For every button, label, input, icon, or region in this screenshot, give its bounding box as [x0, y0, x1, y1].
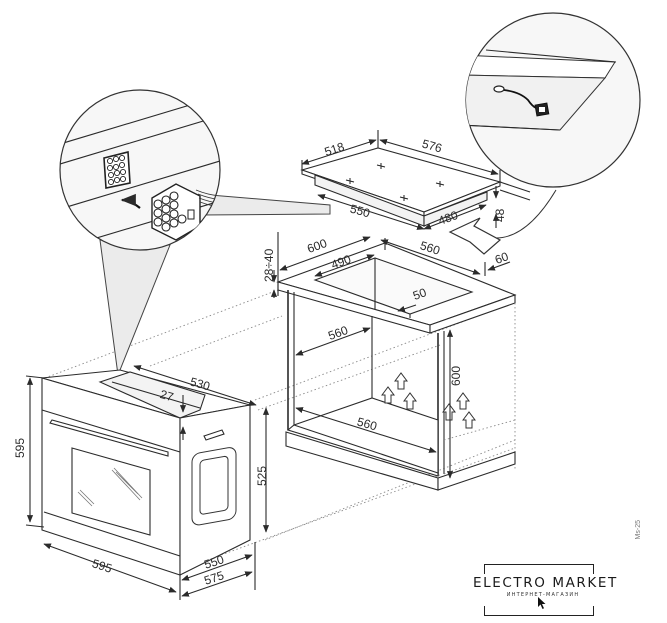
oven — [25, 365, 270, 600]
hob-height-label: 48 — [493, 208, 507, 222]
logo-frame-bottom — [484, 606, 594, 616]
countertop-front-gap-label: 50 — [411, 285, 429, 303]
cabinet-inner-width-label: 560 — [355, 415, 378, 434]
cabinet — [270, 232, 517, 491]
countertop-depth-label: 600 — [305, 236, 329, 256]
airflow-arrow-icon — [462, 411, 476, 429]
airflow-arrow-icon — [394, 372, 408, 390]
oven-connector-callout — [59, 89, 331, 377]
side-code: Ms-25 — [635, 520, 642, 540]
logo-subtitle: ИНТЕРНЕТ-МАГАЗИН — [506, 592, 580, 598]
curved-pointer-arrow-icon — [448, 217, 502, 255]
oven-front-width-label: 595 — [90, 556, 114, 576]
oven-front-height-label: 595 — [13, 438, 27, 458]
airflow-arrow-icon — [403, 392, 417, 410]
hob — [300, 130, 531, 230]
oven-body-depth-label: 550 — [202, 552, 226, 572]
countertop-cutout-width-label: 560 — [418, 238, 442, 258]
hob-depth-label: 518 — [323, 139, 347, 159]
hob-cutout-depth-label: 480 — [436, 208, 460, 228]
connector-plug-icon — [151, 183, 220, 241]
countertop-rear-gap-label: 60 — [493, 249, 511, 267]
cabinet-inner-depth-label: 560 — [326, 323, 350, 343]
oven-body-height-label: 525 — [255, 466, 269, 486]
logo-title: ELECTRO MARKET — [473, 575, 618, 591]
hob-cutout-width-label: 550 — [348, 202, 371, 221]
airflow-arrow-icon — [381, 386, 395, 404]
logo-frame-top — [484, 564, 594, 574]
hob-cable-callout — [448, 12, 641, 255]
oven-depth-top-label: 530 — [188, 375, 211, 394]
countertop-thickness-label: 28÷40 — [262, 248, 276, 282]
hob-cable-icon — [493, 85, 550, 117]
cursor-icon — [538, 597, 546, 609]
insert-arrow-icon — [120, 193, 141, 209]
oven-panel-offset-label: 27 — [158, 387, 175, 404]
cabinet-niche-height-label: 600 — [449, 366, 463, 386]
hob-width-label: 576 — [420, 137, 443, 156]
airflow-arrow-icon — [456, 392, 470, 410]
socket-icon — [103, 150, 131, 189]
oven-total-depth-label: 575 — [202, 568, 226, 588]
logo-frame — [484, 564, 594, 616]
airflow-arrow-icon — [442, 403, 456, 421]
countertop-cutout-depth-label: 490 — [329, 252, 353, 272]
